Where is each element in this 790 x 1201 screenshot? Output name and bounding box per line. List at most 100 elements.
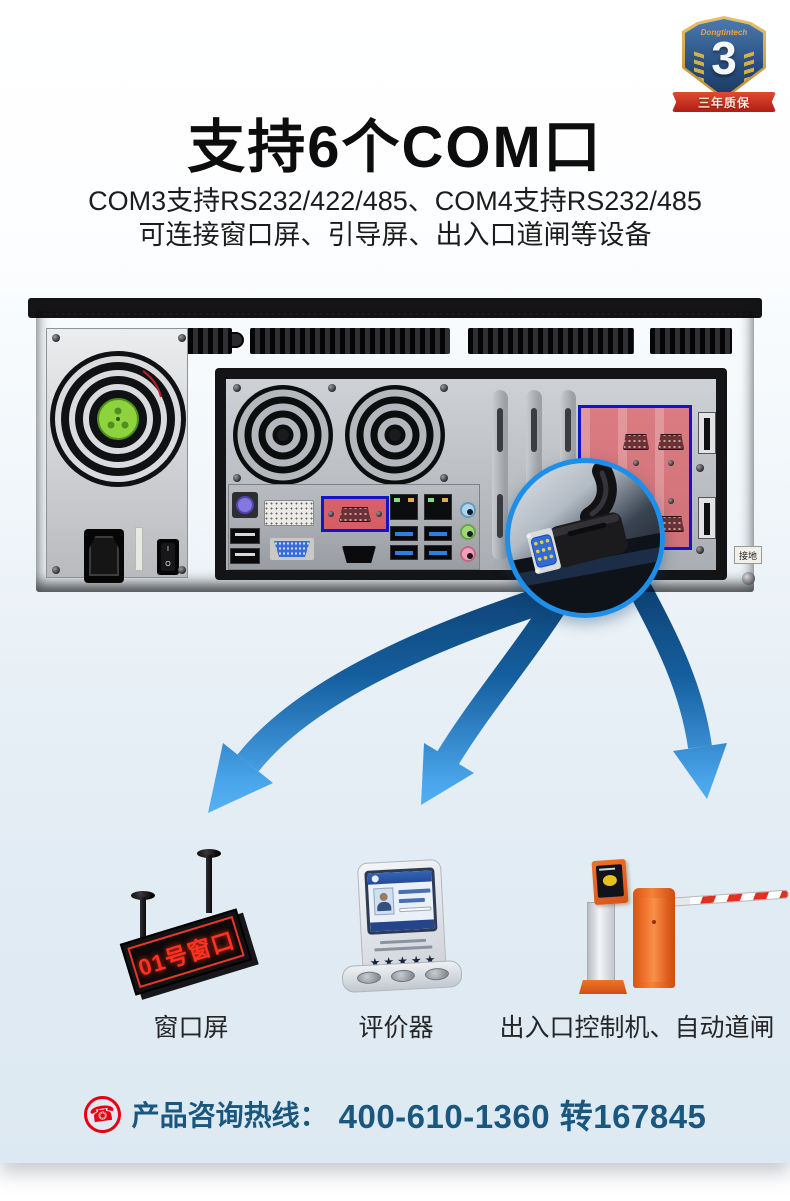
usb-port-vertical xyxy=(698,412,716,454)
case-fan-1 xyxy=(233,385,333,485)
screw xyxy=(440,474,448,482)
power-rocker[interactable]: I O xyxy=(161,543,175,571)
com-port-highlight xyxy=(321,496,389,532)
barrier-cabinet xyxy=(633,888,675,988)
mount-cap xyxy=(197,849,221,858)
com-db9-port xyxy=(658,434,684,450)
ps2-port xyxy=(232,492,258,518)
switch-off-mark: O xyxy=(165,561,171,568)
rating-button[interactable] xyxy=(424,967,450,981)
usb2-port xyxy=(230,528,260,544)
arrow-left-head xyxy=(208,743,273,813)
mount-cap xyxy=(131,891,155,900)
caption-window-display: 窗口屏 xyxy=(153,1014,229,1042)
subtitle-line1: COM3支持RS232/422/485、COM4支持RS232/485 xyxy=(88,186,702,216)
badge-brand: Dongtintech xyxy=(700,28,748,37)
rating-button[interactable] xyxy=(356,971,382,985)
evaluator-screen xyxy=(364,867,438,935)
vent-grille xyxy=(468,328,634,354)
screw xyxy=(178,566,186,574)
screw xyxy=(633,460,639,466)
badge-shield: Dongtintech 3 xyxy=(685,19,763,97)
gate-photo xyxy=(555,850,790,1010)
screen-text-line xyxy=(599,867,616,871)
badge-shield-border: Dongtintech 3 xyxy=(682,16,766,100)
usb3-port xyxy=(424,545,452,560)
screen-footer xyxy=(369,919,435,932)
hdmi-port xyxy=(342,546,376,563)
id-photo xyxy=(373,887,395,916)
hotline-bar: ☎ 产品咨询热线： 400-610-1360 转167845 xyxy=(0,1090,790,1138)
serial-cable-callout xyxy=(505,458,665,618)
person-shoulders xyxy=(376,901,392,912)
screw xyxy=(376,511,382,517)
usb3-port xyxy=(424,526,452,541)
evaluator-photo: ★★★★★ xyxy=(340,853,465,998)
psu-fan xyxy=(50,351,186,487)
screw xyxy=(233,474,241,482)
db9-cable-closeup xyxy=(510,463,660,613)
switch-on-mark: I xyxy=(167,546,169,553)
screw xyxy=(668,498,674,504)
power-inlet xyxy=(84,529,124,583)
text-line xyxy=(399,906,432,913)
ground-label: 接地 xyxy=(734,546,762,564)
text-line xyxy=(398,897,425,904)
com-db9-port xyxy=(339,507,371,522)
connection-arrows xyxy=(208,570,727,813)
caption-evaluator: 评价器 xyxy=(358,1014,434,1042)
screen-header xyxy=(367,870,432,885)
arrow-right-head xyxy=(673,743,727,799)
page-title: 支持6个COM口 xyxy=(187,115,603,180)
window-display-photo: 01号窗口 xyxy=(115,845,275,1010)
screw xyxy=(696,464,704,472)
vent-grille xyxy=(650,328,732,354)
mount-pole xyxy=(206,855,212,913)
com-db9-port xyxy=(658,516,684,532)
badge-years: 3 xyxy=(711,32,737,84)
ground-screw xyxy=(742,572,755,585)
usb3-port xyxy=(390,545,418,560)
screw xyxy=(178,334,186,342)
usb2-port xyxy=(230,548,260,564)
hotline-number: 400-610-1360 转167845 xyxy=(338,1098,707,1135)
screw xyxy=(328,384,336,392)
barrier-arm-stripes xyxy=(689,890,788,905)
ethernet-port-2 xyxy=(424,494,452,520)
com-db9-port xyxy=(623,434,649,450)
psu-sticker xyxy=(135,527,143,571)
audio-jack-linein xyxy=(460,502,476,518)
case-fan-2 xyxy=(345,385,445,485)
audio-jack-lineout xyxy=(460,524,476,540)
chassis-top-edge xyxy=(28,298,762,318)
kiosk-column xyxy=(587,902,615,982)
rating-button[interactable] xyxy=(390,969,416,983)
kiosk-base xyxy=(579,980,627,994)
power-switch[interactable]: I O xyxy=(157,539,179,575)
power-supply-panel: I O xyxy=(46,328,188,583)
barrier-arm xyxy=(666,889,790,907)
ethernet-port-1 xyxy=(390,494,418,520)
screw xyxy=(668,460,674,466)
screw xyxy=(440,384,448,392)
hotline-label: 产品咨询热线： xyxy=(131,1100,328,1131)
text-line xyxy=(379,938,427,945)
text-line xyxy=(374,945,433,952)
screw xyxy=(696,546,704,554)
text-line xyxy=(398,888,431,895)
screw xyxy=(52,566,60,574)
vga-port xyxy=(270,538,314,560)
arrow-middle-head xyxy=(421,743,474,805)
warranty-badge: Dongtintech 3 三年质保 xyxy=(668,8,780,112)
cabinet-keyhole xyxy=(652,920,656,924)
usb-port-vertical xyxy=(698,497,716,539)
phone-icon: ☎ xyxy=(81,1093,123,1135)
emblem-icon xyxy=(371,875,379,883)
mount-pole xyxy=(140,897,146,947)
slot-cover xyxy=(492,390,508,560)
phone-glyph: ☎ xyxy=(87,1100,117,1128)
arrow-right xyxy=(624,574,712,749)
screw xyxy=(328,511,334,517)
person-face xyxy=(379,892,388,902)
